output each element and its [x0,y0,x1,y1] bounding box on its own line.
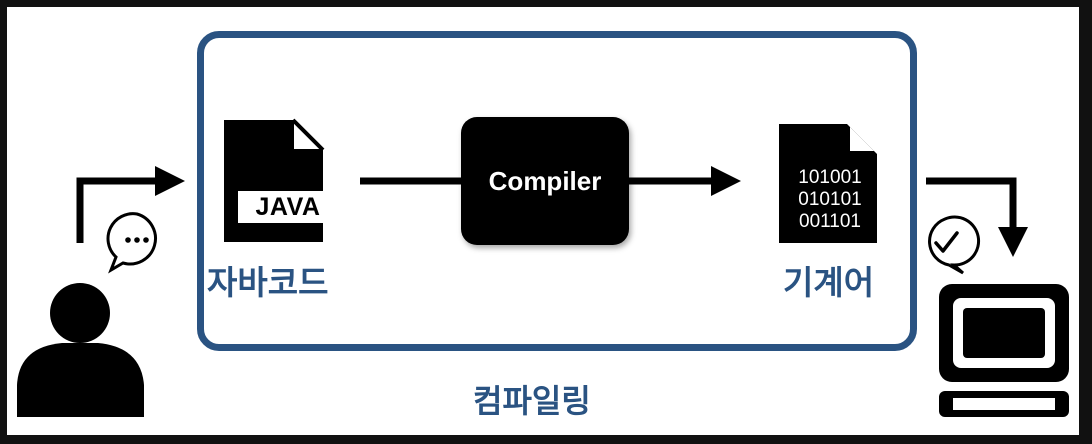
java-file-text: JAVA [242,192,334,222]
machine-code-label: 기계어 [783,263,875,302]
arrow-user-to-source-head [155,166,185,196]
compile-frame [197,31,917,351]
source-code-label: 자바코드 [207,263,329,302]
binary-line-1: 101001 [798,167,862,188]
diagram-canvas: JAVA 자바코드 Compiler 101001 010101 001101 … [7,7,1079,435]
arrow-user-to-source [76,177,157,243]
connectors [76,166,1028,257]
compiling-label: 컴파일링 [473,382,591,420]
compiler-label: Compiler [488,165,602,196]
arrow-compiler-to-binary-head [711,166,741,196]
binary-line-2: 010101 [798,189,862,210]
arrow-binary-to-computer-head [998,227,1028,257]
binary-line-3: 001101 [799,211,861,232]
compiler-box: Compiler [461,117,629,245]
arrow-binary-to-computer [926,177,1017,231]
